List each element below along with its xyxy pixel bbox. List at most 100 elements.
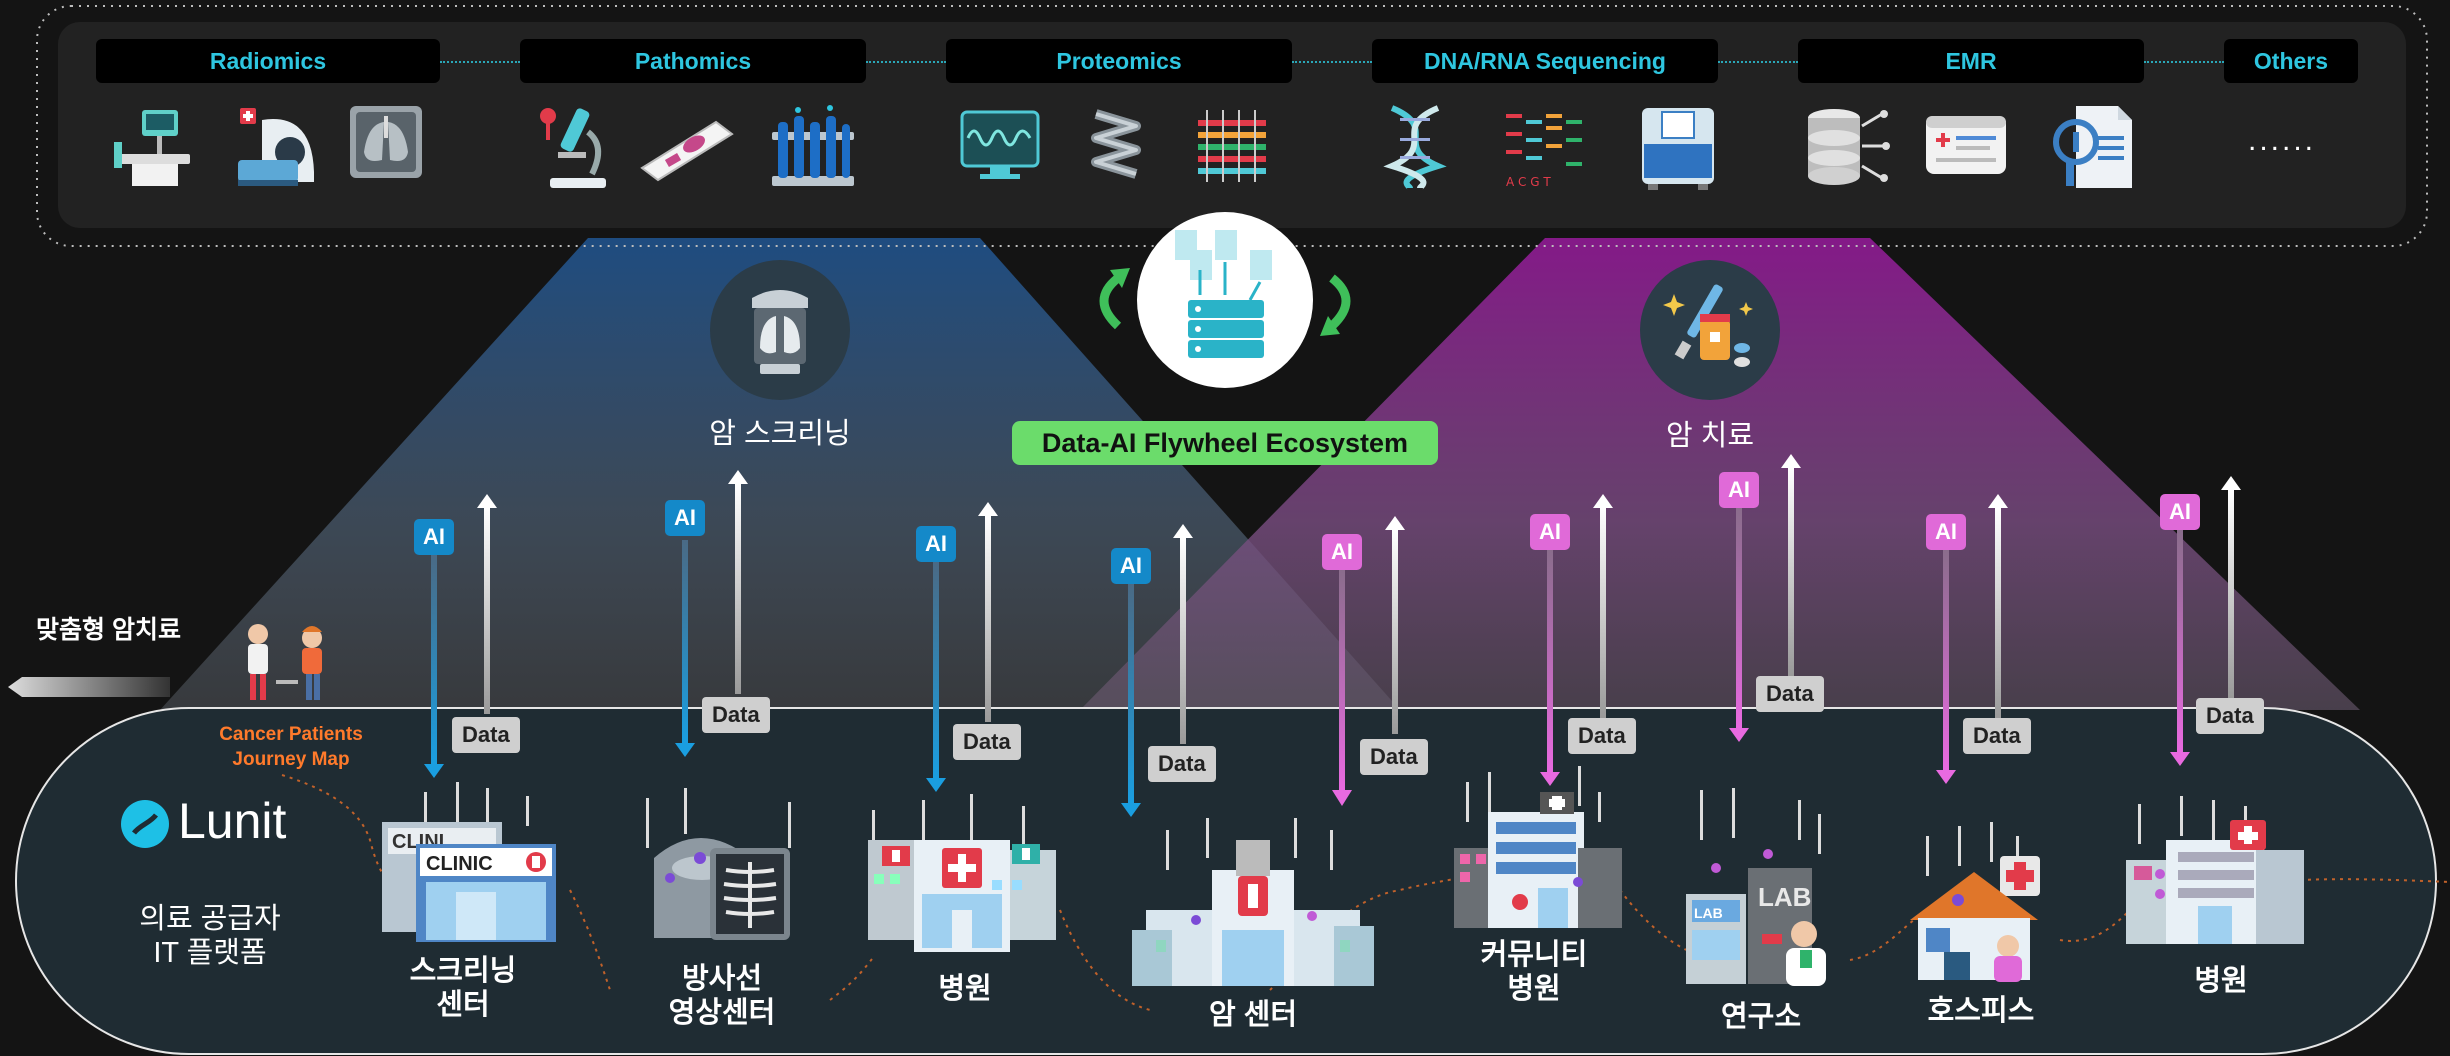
data-arrow bbox=[1781, 454, 1801, 676]
facility-label-hospital: 병원 bbox=[938, 973, 992, 1005]
acgt-sequence-icon: A C G T bbox=[1506, 114, 1582, 189]
cancer-center-building bbox=[1132, 818, 1374, 986]
svg-text:LAB: LAB bbox=[1694, 905, 1723, 921]
svg-text:CLINIC: CLINIC bbox=[426, 853, 493, 875]
medical-record-card-icon bbox=[1926, 116, 2006, 174]
waveform-monitor-icon bbox=[960, 110, 1040, 179]
category-connector bbox=[1292, 61, 1372, 63]
data-badge: Data bbox=[2196, 698, 2264, 734]
journey-path bbox=[281, 774, 2450, 1011]
hospital-building-2 bbox=[2126, 796, 2304, 944]
lung-xray-icon bbox=[350, 106, 422, 178]
data-badge: Data bbox=[1756, 676, 1824, 712]
category-others: Others bbox=[2224, 39, 2358, 83]
radiology-center-building bbox=[646, 788, 791, 940]
category-connector bbox=[866, 61, 946, 63]
data-arrow bbox=[1385, 516, 1405, 734]
data-badge: Data bbox=[953, 724, 1021, 760]
hospice-building bbox=[1910, 822, 2040, 982]
screening-cone bbox=[160, 238, 1400, 710]
sequencer-machine-icon bbox=[1642, 108, 1714, 190]
facility-label-cancer-center: 암 센터 bbox=[1208, 999, 1298, 1031]
data-arrow bbox=[1173, 524, 1193, 744]
ai-badge: AI bbox=[1322, 534, 1362, 570]
data-arrow bbox=[2221, 476, 2241, 698]
category-emr: EMR bbox=[1798, 39, 2144, 83]
ai-arrow bbox=[1121, 584, 1141, 817]
ai-arrow bbox=[1936, 550, 1956, 784]
data-flow-icon bbox=[1175, 230, 1272, 358]
hospital-building bbox=[868, 794, 1056, 952]
others-ellipsis: ...... bbox=[2248, 124, 2317, 157]
category-connector bbox=[440, 61, 520, 63]
dna-helix-icon bbox=[1383, 105, 1447, 190]
facility-label-hospice: 호스피스 bbox=[1927, 995, 2035, 1027]
data-badge: Data bbox=[1148, 746, 1216, 782]
category-proteomics: Proteomics bbox=[946, 39, 1292, 83]
ai-badge: AI bbox=[1530, 514, 1570, 550]
ai-arrow bbox=[2170, 530, 2190, 766]
patient-consultation-icon bbox=[248, 624, 322, 700]
screening-label: 암 스크리닝 bbox=[709, 418, 851, 450]
lung-screening-icon bbox=[710, 260, 850, 400]
svg-text:LAB: LAB bbox=[1758, 882, 1811, 912]
patient-monitor-icon bbox=[114, 110, 190, 186]
facility-label-hospital-2: 병원 bbox=[2194, 965, 2248, 997]
protein-helix-icon bbox=[1091, 109, 1141, 179]
test-tubes-icon bbox=[772, 105, 854, 186]
facility-label-radiology-center: 방사선 영상센터 bbox=[668, 963, 776, 1029]
screening-center-building: CLINI CLINIC bbox=[382, 782, 556, 942]
facility-label-screening-center: 스크리닝 센터 bbox=[409, 955, 517, 1021]
community-hospital-building bbox=[1454, 766, 1622, 928]
facility-label-community-hospital: 커뮤니티 병원 bbox=[1480, 939, 1588, 1005]
category-connector bbox=[1718, 61, 1798, 63]
category-dna-rna-sequencing: DNA/RNA Sequencing bbox=[1372, 39, 1718, 83]
personalized-treatment-label: 맞춤형 암치료 bbox=[36, 616, 181, 644]
svg-text:A C G T: A C G T bbox=[1506, 175, 1551, 189]
data-badge: Data bbox=[1568, 718, 1636, 754]
microscope-icon bbox=[540, 108, 606, 188]
ai-arrow bbox=[926, 562, 946, 792]
left-arrow bbox=[8, 677, 170, 697]
ai-badge: AI bbox=[916, 526, 956, 562]
ct-scanner-icon bbox=[238, 108, 314, 186]
journey-map-label: Cancer Patients Journey Map bbox=[219, 724, 363, 770]
data-arrow bbox=[728, 470, 748, 694]
data-arrow bbox=[978, 502, 998, 722]
category-connector bbox=[2144, 61, 2224, 63]
lunit-logo-icon bbox=[121, 800, 169, 848]
data-arrow bbox=[1988, 494, 2008, 720]
treatment-label: 암 치료 bbox=[1665, 420, 1755, 452]
ai-arrow bbox=[1332, 570, 1352, 806]
category-pathomics: Pathomics bbox=[520, 39, 866, 83]
ai-badge: AI bbox=[1926, 514, 1966, 550]
category-radiomics: Radiomics bbox=[96, 39, 440, 83]
platform-label: 의료 공급자 IT 플랫폼 bbox=[139, 903, 281, 969]
ai-arrow bbox=[1540, 550, 1560, 786]
research-institute-building: LAB LAB bbox=[1686, 788, 1826, 986]
data-arrow bbox=[1593, 494, 1613, 718]
treatment-medicine-icon bbox=[1640, 260, 1780, 400]
pathology-slide-icon bbox=[640, 120, 734, 182]
flywheel-graphic bbox=[1099, 212, 1351, 388]
lunit-brand: Lunit bbox=[178, 793, 287, 849]
ai-badge: AI bbox=[2160, 494, 2200, 530]
ai-badge: AI bbox=[665, 500, 705, 536]
ai-badge: AI bbox=[414, 519, 454, 555]
data-badge: Data bbox=[1963, 718, 2031, 754]
ai-badge: AI bbox=[1111, 548, 1151, 584]
ai-badge: AI bbox=[1719, 472, 1759, 508]
protein-array-icon bbox=[1198, 110, 1266, 182]
document-search-icon bbox=[2053, 106, 2132, 188]
cycle-arrow-right bbox=[1328, 274, 1351, 330]
facility-label-research-institute: 연구소 bbox=[1720, 1001, 1802, 1033]
data-badge: Data bbox=[702, 697, 770, 733]
ai-arrow bbox=[1729, 508, 1749, 742]
cycle-arrow-left bbox=[1099, 274, 1122, 330]
ai-arrow bbox=[424, 555, 444, 778]
flywheel-label: Data-AI Flywheel Ecosystem bbox=[1012, 421, 1438, 465]
database-icon bbox=[1808, 109, 1890, 185]
data-badge: Data bbox=[1360, 739, 1428, 775]
